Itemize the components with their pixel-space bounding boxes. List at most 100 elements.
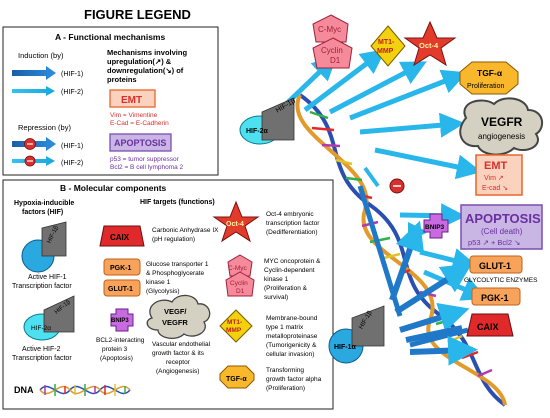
vegf-legend-label: VEGF/ [164,307,187,316]
apoptosis-diagram-box [460,204,543,250]
mmp-legend-label: MMP [226,327,242,334]
dna-legend-label: DNA [14,385,34,395]
emt-diagram-label: EMT [484,160,508,172]
hif2-complex-top [239,97,295,145]
oct4-diagram-icon [403,20,457,67]
bnip3-legend-label: BNIP3 [111,318,129,324]
bnip3-desc-line1: BCL2-interacting [96,337,145,344]
cell-death-label: (Cell death) [481,227,523,236]
glyco-desc-line2: & Phosphoglycerate [146,270,205,277]
oct4-desc-line1: Oct-4 embryonic [266,211,314,218]
cmyc-diagram-label: C-Myc [318,25,341,34]
emt-legend-label: EMT [121,95,142,106]
hif2a-small-label: HIF-2α [31,325,51,332]
glut1-legend-label: GLUT-1 [108,286,133,293]
active-hif1-line1: Active HIF-1 [28,274,67,281]
mt1-desc-line2: type 1 matrix [266,324,304,331]
mt1-desc-line5: cellular invasion) [266,351,314,358]
top-hif2a-label: HIF-2α [246,128,269,135]
cmyc-desc-line5: survival) [264,294,288,301]
glyco-desc-line3: kinase 1 [146,279,171,286]
tgfa-function-label: Proliferation [467,83,504,90]
mt1mmp-legend-icon [219,309,253,343]
hif-heading-line1: Hypoxia-inducible [14,200,74,207]
hif2-induction-arrow [12,86,55,96]
d1-legend-label: D1 [236,288,245,295]
caix-legend-icon [99,225,145,247]
bnip3-legend-icon [110,308,134,332]
pgk1-legend-icon [103,258,141,276]
bnip3-diagram-icon [423,213,449,239]
bnip3-diagram-label: BNIP3 [425,224,445,231]
glyco-desc-line1: Glucose transporter 1 [146,261,209,268]
cyclin-diagram-label: Cyclin [321,46,343,55]
oct4-legend-label: Oct-4 [226,221,244,228]
bnip3-desc-line3: (Apoptosis) [100,355,133,362]
caix-diagram-label: CAIX [477,322,499,332]
glycolytic-enzymes-label: GLYCOLYTIC ENZYMES [464,277,538,284]
oct4-desc-line3: (Dedifferentiation) [266,229,318,236]
mt1mmp-diagram-icon [370,25,406,67]
hif-heading-line2: factors (HIF) [22,209,63,216]
pgk1-diagram-label: PGK-1 [481,293,509,303]
angiogenesis-label: angiogenesis [478,132,525,141]
active-hif2-line2: Transcription factor [12,355,72,362]
oct4-diagram-label: Oct-4 [419,41,439,50]
cmyc-desc-line3: kinase 1 [264,276,289,283]
glut1-legend-icon [103,279,141,297]
apoptosis-legend-box [109,133,172,152]
vegf-desc-line2: growth factor & its [152,350,205,357]
cmyc-desc-line2: Cyclin-dependent [264,267,315,274]
mechanisms-line3: downregulation(↘) of [107,66,184,75]
oct4-legend-icon [212,200,260,243]
vim-up-label: Vim ↗ [484,175,504,182]
pgk1-legend-label: PGK-1 [110,265,132,272]
repression-label: Repression (by) [18,123,71,132]
legend-title: FIGURE LEGEND [84,7,191,22]
vegf-legend-icon [146,294,211,340]
caix-desc-line1: Carbonic Anhydrase IX [152,227,219,234]
induction-label: Induction (by) [18,51,64,60]
dna-legend-icon [39,384,131,396]
tgfa-legend-label: TGF-α [226,376,247,383]
mt1-desc-line1: Membrane-bound [266,315,318,322]
hif-targets-heading: HIF targets (functions) [140,199,215,206]
tgfa-diagram-label: TGF-α [477,68,503,78]
cyclin-legend-label: Cyclin [230,280,248,287]
section-b-title: B - Molecular components [60,183,167,193]
induction-hif1-label: (HIF-1) [61,71,83,78]
tgfa-diagram-icon [459,61,519,95]
oct4-desc-line2: transcription factor [266,220,320,227]
pgk1-diagram-icon [471,287,521,306]
vegfr-diagram-label: VEGFR [481,115,523,129]
caix-desc-line2: (pH regulation) [152,236,195,243]
d1-diagram-label: D1 [330,56,341,65]
vegf-desc-line3: receptor [166,359,191,366]
mechanisms-line1: Mechanisms involving [107,48,187,57]
cyclin-legend-icon [225,271,255,297]
vegfr-diagram-icon [459,97,544,156]
vegfr-legend-label: VEGFR [162,318,188,327]
mt1-diagram-label: MT1- [378,39,395,46]
repression-hif2-label: (HIF-2) [61,160,83,167]
tgfa-desc-line2: growth factor alpha [266,376,322,383]
section-a-title: A - Functional mechanisms [55,32,165,42]
hif1-induction-arrow [12,66,56,80]
hif1-arrows [357,185,478,366]
mt1-desc-line4: (Tumorigenicity & [266,342,317,349]
tgfa-desc-line3: (Proliferation) [266,385,305,392]
ecad-down-label: E-cad ↘ [482,185,508,192]
apoptosis-diagram-label: APOPTOSIS [465,211,541,226]
emt-diagram-box [475,154,523,196]
cmyc-desc-line1: MYC oncoprotein & [264,258,321,265]
p53-bcl2-label: p53 ↗ + Bcl2 ↘ [468,238,520,247]
mmp-diagram-label: MMP [377,48,394,55]
hif2-arrows [280,48,488,301]
glut1-diagram-icon [469,255,523,274]
active-hif1-line2: Transcription factor [12,283,72,290]
section-b-box [2,179,334,410]
tgfa-desc-line1: Transforming [266,367,304,374]
vim-definition: Vim = Vimentine [110,112,158,119]
ecad-definition: E-Cad = E-Cadherin [110,120,169,127]
